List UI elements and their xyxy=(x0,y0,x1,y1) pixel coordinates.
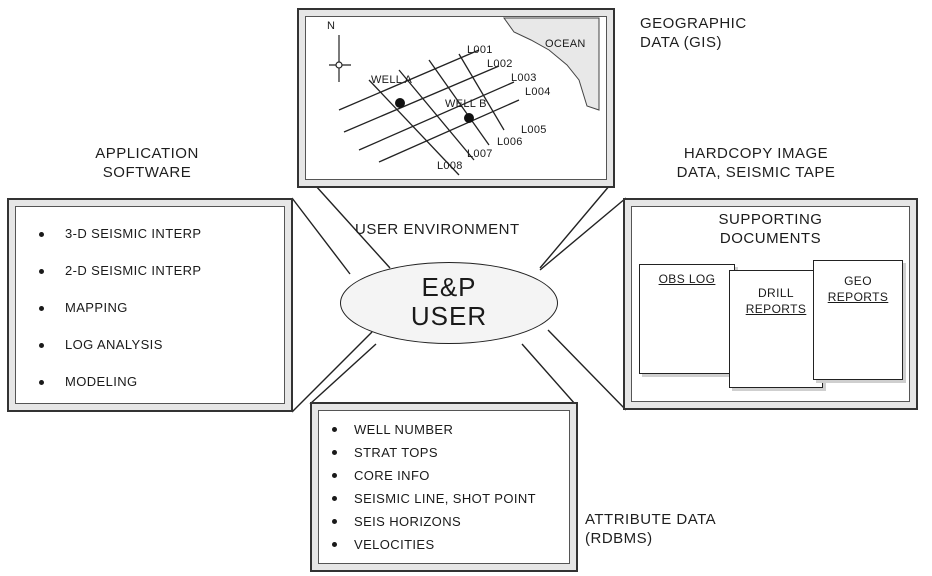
caption-application-line1: APPLICATION xyxy=(95,145,199,162)
north-arrow-icon xyxy=(329,35,351,82)
list-item: WELL NUMBER xyxy=(332,418,572,441)
caption-hardcopy-line1: HARDCOPY IMAGE xyxy=(683,145,829,162)
caption-geographic-line1: GEOGRAPHIC xyxy=(640,15,747,32)
list-item: MAPPING xyxy=(39,290,279,327)
map-panel: N OCEAN WELL A WELL B L001 L002 L003 L00… xyxy=(297,8,615,188)
connector-top-left xyxy=(314,184,391,269)
document-geo-reports: GEO REPORTS xyxy=(813,260,903,380)
well-a-marker xyxy=(395,98,405,108)
well-a-label: WELL A xyxy=(371,74,413,86)
connector-left-bottom xyxy=(291,331,373,413)
list-item: VELOCITIES xyxy=(332,533,572,556)
center-label: E&P USER xyxy=(410,272,488,331)
connector-right-top xyxy=(539,197,627,271)
connector-bottom-left xyxy=(309,343,377,405)
well-b-label: WELL B xyxy=(445,98,487,110)
attribute-data-panel: WELL NUMBER STRAT TOPS CORE INFO SEISMIC… xyxy=(310,402,578,572)
line-label-l006: L006 xyxy=(497,136,523,148)
seismic-grid xyxy=(338,49,520,176)
list-item: 3-D SEISMIC INTERP xyxy=(39,216,279,253)
ocean-area xyxy=(503,17,600,111)
list-item: SEISMIC LINE, SHOT POINT xyxy=(332,487,572,510)
north-label: N xyxy=(327,20,336,32)
connector-bottom-right xyxy=(521,343,576,405)
document-obs-log: OBS LOG xyxy=(639,264,735,374)
connector-left-top xyxy=(291,197,351,275)
document-drill-reports: DRILL REPORTS xyxy=(729,270,823,388)
center-ellipse: E&P USER xyxy=(340,262,558,344)
caption-application: APPLICATION SOFTWARE xyxy=(62,144,232,182)
map-drawing xyxy=(329,17,600,176)
ocean-label: OCEAN xyxy=(545,38,586,50)
caption-hardcopy-line2: DATA, SEISMIC TAPE xyxy=(676,164,836,181)
line-label-l008: L008 xyxy=(437,160,463,172)
application-software-panel: 3-D SEISMIC INTERP 2-D SEISMIC INTERP MA… xyxy=(7,198,293,412)
list-item: STRAT TOPS xyxy=(332,441,572,464)
caption-geographic-line2: DATA (GIS) xyxy=(640,34,722,51)
list-item: SEIS HORIZONS xyxy=(332,510,572,533)
user-environment-label: USER ENVIRONMENT xyxy=(355,221,520,238)
supporting-documents-title: SUPPORTING DOCUMENTS xyxy=(718,211,823,247)
line-label-l001: L001 xyxy=(467,44,493,56)
line-label-l007: L007 xyxy=(467,148,493,160)
well-b-marker xyxy=(464,113,474,123)
line-label-l002: L002 xyxy=(487,58,513,70)
supporting-documents-panel: SUPPORTING DOCUMENTS OBS LOG DRILL REPOR… xyxy=(623,198,918,410)
caption-attribute-line1: ATTRIBUTE DATA xyxy=(585,511,717,528)
list-item: LOG ANALYSIS xyxy=(39,327,279,364)
list-item: CORE INFO xyxy=(332,464,572,487)
caption-attribute: ATTRIBUTE DATA (RDBMS) xyxy=(585,510,716,548)
list-item: 2-D SEISMIC INTERP xyxy=(39,253,279,290)
connector-right-bottom xyxy=(547,329,627,411)
caption-hardcopy: HARDCOPY IMAGE DATA, SEISMIC TAPE xyxy=(648,144,864,182)
application-software-list: 3-D SEISMIC INTERP 2-D SEISMIC INTERP MA… xyxy=(39,216,279,401)
caption-application-line2: SOFTWARE xyxy=(102,164,192,181)
line-label-l003: L003 xyxy=(511,72,537,84)
line-label-l005: L005 xyxy=(521,124,547,136)
caption-attribute-line2: (RDBMS) xyxy=(585,530,653,547)
attribute-data-list: WELL NUMBER STRAT TOPS CORE INFO SEISMIC… xyxy=(332,418,572,556)
list-item: MODELING xyxy=(39,364,279,401)
caption-geographic: GEOGRAPHIC DATA (GIS) xyxy=(640,14,747,52)
connector-top-right xyxy=(539,184,611,269)
line-label-l004: L004 xyxy=(525,86,551,98)
